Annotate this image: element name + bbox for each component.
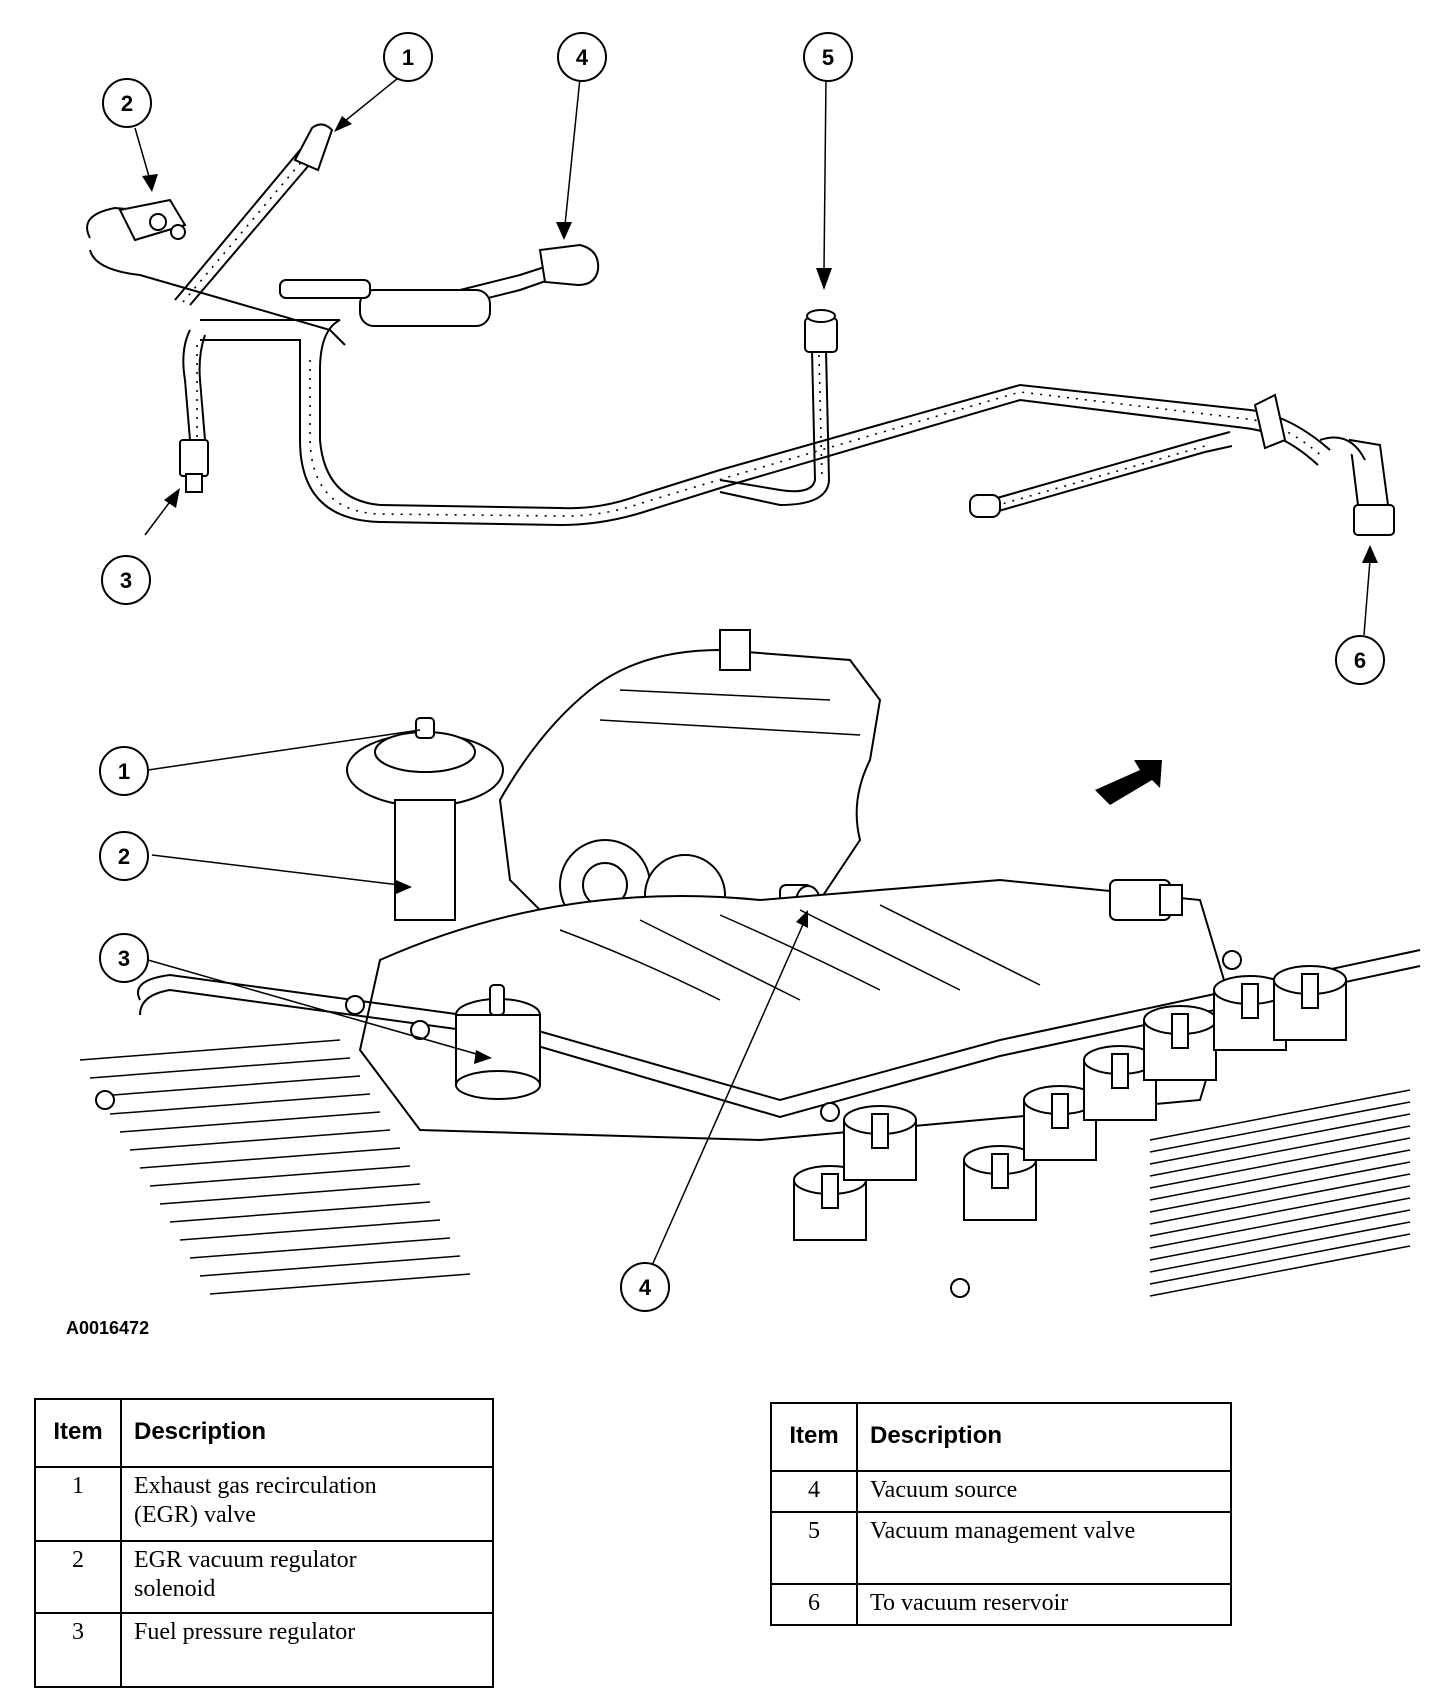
vacuum-hose-harness	[86, 123, 1395, 536]
description-column-header: Description	[856, 1402, 1232, 1472]
engine-intake-illustration	[79, 629, 1421, 1298]
figure-id: A0016472	[66, 1318, 150, 1338]
item-column-header: Item	[34, 1398, 122, 1468]
legend-description: Vacuum source	[856, 1470, 1232, 1513]
legend-description: Fuel pressure regulator	[120, 1612, 494, 1688]
legend-header-row: Item Description	[770, 1402, 1232, 1472]
callout-label: 5	[822, 45, 834, 70]
legend-row: 3 Fuel pressure regulator	[34, 1612, 494, 1688]
callout-3-top: 3	[101, 555, 151, 605]
callout-label: 3	[120, 568, 132, 593]
bolt	[95, 1090, 115, 1110]
legend-item-number: 1	[34, 1466, 122, 1542]
legend-row: 2 EGR vacuum regulator solenoid	[34, 1540, 494, 1614]
legend-item-number: 3	[34, 1612, 122, 1688]
callout-4-bottom: 4	[620, 1262, 670, 1312]
callout-label: 2	[121, 91, 133, 116]
legend-table-right: Item Description 4 Vacuum source 5 Vacuu…	[770, 1402, 1232, 1626]
ignition-coil	[1143, 1005, 1217, 1081]
legend-description-line: Vacuum management valve	[870, 1518, 1136, 1544]
callout-label: 4	[576, 45, 589, 70]
callout-label: 2	[118, 844, 130, 869]
ignition-coil	[843, 1105, 917, 1181]
front-direction-arrow-icon	[1095, 760, 1162, 805]
legend-description-line: EGR vacuum regulator	[134, 1547, 357, 1573]
ignition-coil	[1023, 1085, 1097, 1161]
bolt	[345, 995, 365, 1015]
legend-item-number: 6	[770, 1583, 858, 1626]
callout-label: 4	[639, 1275, 652, 1300]
legend-row: 5 Vacuum management valve	[770, 1511, 1232, 1585]
ignition-coil	[1083, 1045, 1157, 1121]
callout-5-top: 5	[803, 32, 853, 82]
legend-description-line: solenoid	[134, 1576, 216, 1602]
bolt	[820, 1102, 840, 1122]
bolt	[410, 1020, 430, 1040]
legend-item-number: 4	[770, 1470, 858, 1513]
callout-1-bottom: 1	[99, 746, 149, 796]
ignition-coil	[1273, 965, 1347, 1041]
top-leader-lines	[134, 69, 1378, 636]
callout-2-bottom: 2	[99, 831, 149, 881]
legend-description: Vacuum management valve	[856, 1511, 1232, 1585]
legend-item-number: 2	[34, 1540, 122, 1614]
legend-row: 6 To vacuum reservoir	[770, 1583, 1232, 1626]
callout-1-top: 1	[383, 32, 433, 82]
callout-label: 1	[402, 45, 414, 70]
callout-label: 6	[1354, 648, 1366, 673]
legend-row: 1 Exhaust gas recirculation (EGR) valve	[34, 1466, 494, 1542]
callout-3-bottom: 3	[99, 933, 149, 983]
description-column-header: Description	[120, 1398, 494, 1468]
legend-item-number: 5	[770, 1511, 858, 1585]
legend-header-row: Item Description	[34, 1398, 494, 1468]
legend-description-line: To vacuum reservoir	[870, 1590, 1069, 1616]
bolt	[1222, 950, 1242, 970]
callout-2-top: 2	[102, 78, 152, 128]
bottom-leader-lines	[147, 729, 808, 1271]
legend-table-left: Item Description 1 Exhaust gas recircula…	[34, 1398, 494, 1688]
legend-description-line: Vacuum source	[870, 1477, 1018, 1503]
callout-4-top: 4	[557, 32, 607, 82]
bolt	[950, 1278, 970, 1298]
legend-description-line: Exhaust gas recirculation	[134, 1473, 377, 1499]
legend-description-line: Fuel pressure regulator	[134, 1619, 356, 1645]
callout-label: 1	[118, 759, 130, 784]
legend-description: EGR vacuum regulator solenoid	[120, 1540, 494, 1614]
legend-description-line: (EGR) valve	[134, 1502, 256, 1528]
callout-6-top: 6	[1335, 635, 1385, 685]
legend-description: To vacuum reservoir	[856, 1583, 1232, 1626]
legend-description: Exhaust gas recirculation (EGR) valve	[120, 1466, 494, 1542]
item-column-header: Item	[770, 1402, 858, 1472]
vacuum-hose-diagram: 1 2 3 4 5 6 1 2 3 4	[79, 32, 1421, 1312]
legend-row: 4 Vacuum source	[770, 1470, 1232, 1513]
callout-label: 3	[118, 946, 130, 971]
